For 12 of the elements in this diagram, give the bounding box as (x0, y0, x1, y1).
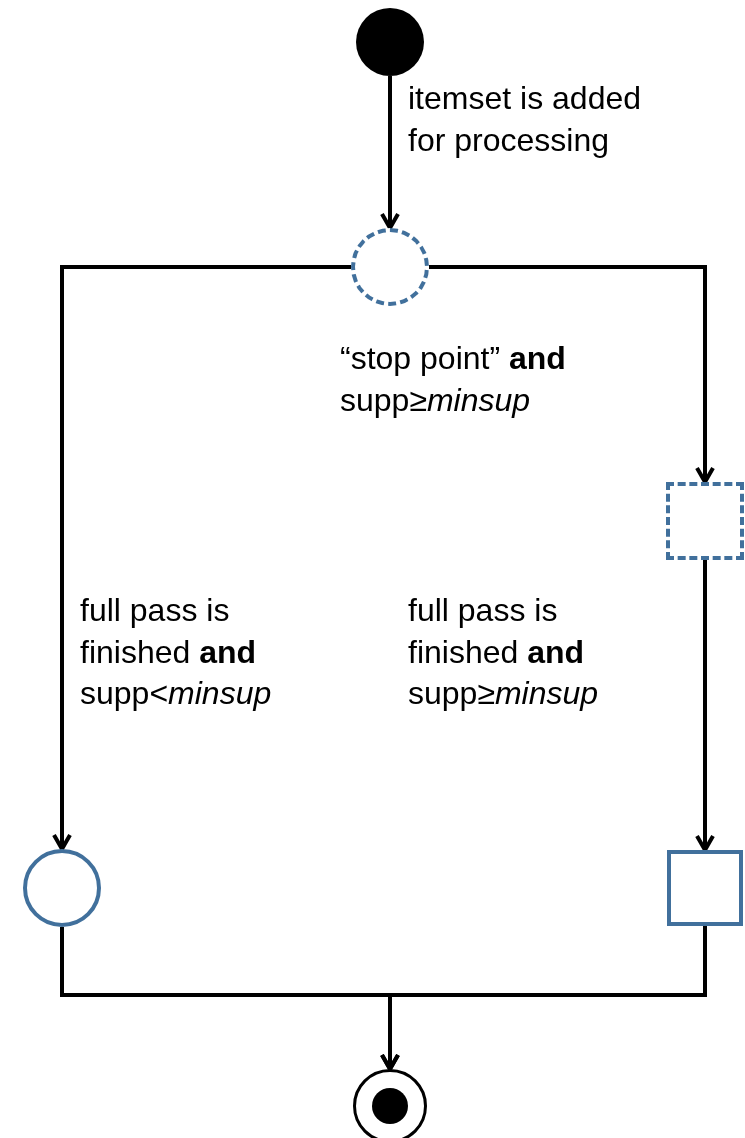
arrow (429, 265, 715, 484)
edge-label: full pass is finished and supp≥minsup (408, 591, 600, 714)
arrow (380, 926, 707, 1071)
edge-label: full pass is finished and supp<minsup (80, 591, 273, 714)
edge-label: itemset is added for processing (408, 79, 642, 160)
arrow (695, 560, 715, 852)
state-box (667, 850, 743, 926)
end-node (353, 1069, 427, 1138)
arrow (52, 265, 351, 851)
edge-label: “stop point” and supp≥minsup (340, 339, 567, 420)
dashed-state-box (666, 482, 744, 560)
arrow (380, 76, 400, 230)
